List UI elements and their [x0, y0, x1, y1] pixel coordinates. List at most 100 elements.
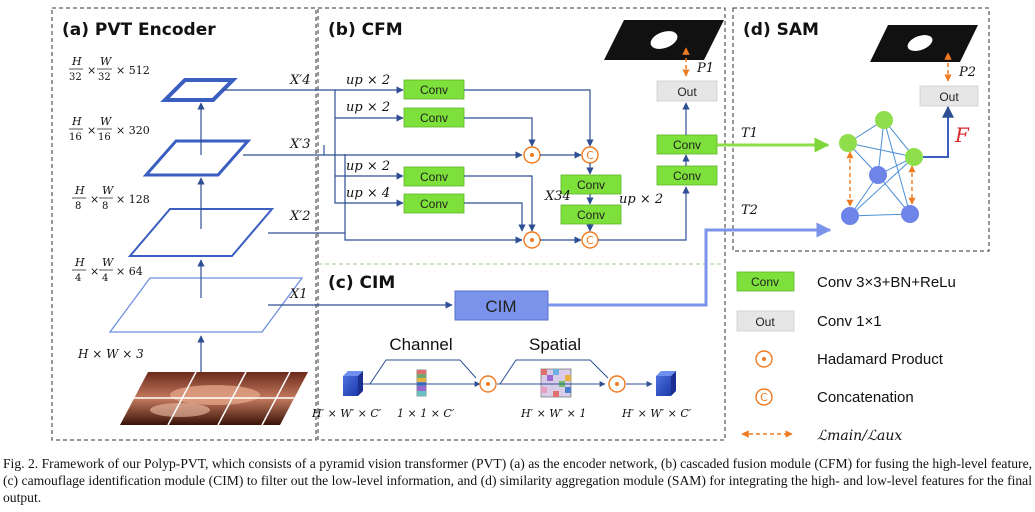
scale-label-stage4: H 32 × W 32 × 512: [69, 55, 150, 83]
cim-input-cube: [343, 371, 363, 396]
feature-label-x4: X′4: [289, 73, 310, 88]
cfm-conv-1-label: Conv: [420, 83, 448, 97]
sam-to-out: [923, 105, 954, 158]
svg-text:H: H: [71, 115, 82, 128]
stage-2-plane: [127, 208, 275, 257]
svg-text:W: W: [100, 55, 113, 68]
sam-node-blue-1: [869, 166, 887, 184]
svg-text:×: ×: [90, 193, 99, 206]
stage-3-plane: [142, 139, 252, 177]
sam-node-green-2: [875, 111, 893, 129]
legend-out-swatch-label: Out: [755, 315, 775, 329]
up-label-1: up × 2: [346, 73, 390, 88]
spatial-label: Spatial: [529, 335, 581, 354]
cfm-conv-6-label: Conv: [577, 208, 605, 222]
sam-node-green-3: [905, 148, 923, 166]
svg-text:×: ×: [87, 124, 96, 137]
svg-text:W: W: [100, 115, 113, 128]
scale-label-stage1: H 4 × W 4 × 64: [72, 256, 143, 284]
cfm-conv-3-label: Conv: [420, 170, 448, 184]
legend-conv-swatch: [736, 271, 795, 292]
svg-text:W: W: [102, 184, 115, 197]
svg-text:×: ×: [90, 265, 99, 278]
svg-text:× 320: × 320: [116, 124, 150, 137]
pvt-title: (a) PVT Encoder: [62, 20, 216, 40]
sam-out-block: [919, 85, 979, 107]
input-polyp-image: [120, 371, 308, 426]
cim-output-cube: [656, 371, 676, 396]
svg-text:H: H: [74, 256, 85, 269]
cfm-title: (b) CFM: [328, 20, 403, 40]
cim-dim-input: H′ × W′ × C′: [311, 407, 382, 420]
pvt-encoder: H × W × 3 H 32 × W 32 × 512 H 16 × W: [69, 55, 310, 426]
sam-panel-border: [732, 7, 990, 252]
legend: Conv Conv 3×3+BN+ReLu Out Conv 1×1 Hadam…: [736, 271, 956, 444]
legend-conv-swatch-label: Conv: [751, 275, 779, 289]
cfm-module: Conv Conv Conv Conv up × 2 up × 2 up × 2…: [223, 20, 724, 249]
cfm-conv-8-label: Conv: [673, 169, 701, 183]
channel-attention-vector: [416, 369, 427, 397]
cfm-conv-8: [656, 165, 718, 186]
svg-text:4: 4: [102, 273, 108, 284]
x34-label: X34: [544, 189, 571, 204]
cim-to-sam-t2: [548, 222, 832, 307]
t1-label: T1: [741, 126, 758, 141]
x3-upsampled-to-hadamard2: [344, 154, 523, 244]
legend-loss-text: ℒmain/ℒaux: [817, 428, 902, 444]
up-label-right: up × 2: [619, 192, 663, 207]
svg-text:W: W: [102, 256, 115, 269]
x4-to-conv4-path: [223, 89, 404, 207]
legend-out-swatch: [736, 310, 795, 332]
cim-dim-output: H′ × W′ × C′: [621, 407, 692, 420]
cim-title: (c) CIM: [328, 273, 395, 293]
legend-out-text: Conv 1×1: [817, 313, 882, 330]
cfm-conv-5: [560, 174, 622, 195]
spatial-branch: [499, 359, 609, 385]
sam-node-green-1: [839, 134, 857, 152]
svg-text:C: C: [586, 234, 594, 247]
p1-label: P1: [696, 61, 714, 76]
up-label-4: up × 4: [346, 186, 390, 201]
up-label-3: up × 2: [346, 159, 390, 174]
svg-text:H: H: [74, 184, 85, 197]
input-size-label: H × W × 3: [77, 347, 144, 361]
cfm-conv-2-label: Conv: [420, 111, 448, 125]
scale-label-stage3: H 16 × W 16 × 320: [69, 115, 150, 143]
cfm-conv-5-label: Conv: [577, 178, 605, 192]
channel-branch: [369, 359, 477, 385]
sam-out-label: Out: [939, 90, 959, 104]
conv3-to-hadamard2: [464, 175, 536, 232]
cfm-conv-4-label: Conv: [420, 197, 448, 211]
svg-text:C: C: [586, 149, 594, 162]
cfm-conv-7-label: Conv: [673, 138, 701, 152]
cim-block: [454, 290, 549, 321]
svg-text:8: 8: [75, 201, 81, 212]
f-label: F: [954, 123, 970, 147]
legend-concat-symbol: [755, 388, 773, 406]
cfm-conv-6: [560, 204, 622, 225]
sam-module: T1 T2 F Out: [717, 25, 979, 225]
scale-label-stage2: H 8 × W 8 × 128: [72, 184, 150, 212]
stage-1-plane: [108, 277, 304, 333]
stage-4-plane: [160, 78, 238, 102]
svg-text:C: C: [760, 391, 768, 404]
legend-concat-text: Concatenation: [817, 389, 914, 406]
sam-node-blue-2: [841, 207, 859, 225]
conv1-to-concat1: [464, 89, 594, 147]
svg-text:× 128: × 128: [116, 193, 150, 206]
svg-text:32: 32: [69, 72, 82, 83]
t2-label: T2: [741, 203, 758, 218]
cim-block-label: CIM: [485, 297, 516, 316]
legend-conv-text: Conv 3×3+BN+ReLu: [817, 274, 956, 291]
legend-hadamard-text: Hadamard Product: [817, 351, 944, 368]
svg-text:× 512: × 512: [116, 64, 150, 77]
x3-to-hadamard1: [243, 145, 523, 159]
cfm-cim-panel-border: [317, 7, 726, 441]
feature-label-x3: X′3: [289, 137, 310, 152]
pvt-panel-border: [51, 7, 317, 441]
cfm-out-block: [656, 80, 718, 102]
channel-label: Channel: [389, 335, 452, 354]
sam-node-blue-3: [901, 205, 919, 223]
concat2-to-conv8: [598, 186, 690, 241]
cim-dim-spatial: H′ × W′ × 1: [520, 407, 586, 420]
